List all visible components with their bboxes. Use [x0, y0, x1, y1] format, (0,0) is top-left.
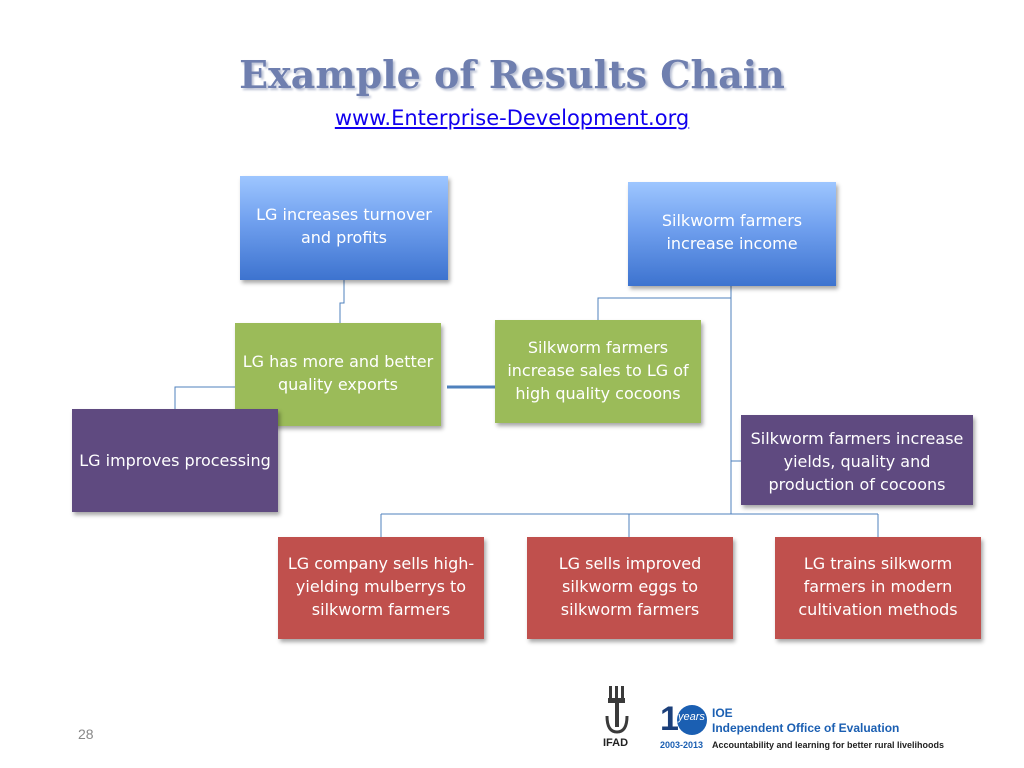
- node-lg-turnover: LG increases turnover and profits: [240, 176, 448, 280]
- node-farmers-sales-label: Silkworm farmers increase sales to LG of…: [507, 338, 689, 403]
- connector-exports-processing: [174, 386, 235, 409]
- slide-title: Example of Results Chain: [239, 52, 785, 97]
- page-number: 28: [78, 726, 94, 742]
- node-lg-eggs: LG sells improved silkworm eggs to silkw…: [527, 537, 733, 639]
- ioe-zero-badge-icon: [677, 705, 707, 735]
- ioe-year-range: 2003-2013: [660, 740, 704, 750]
- node-farmers-income-label: Silkworm farmers increase income: [661, 211, 803, 253]
- node-lg-processing: LG improves processing: [72, 409, 278, 512]
- ifad-logo-icon: [605, 686, 629, 734]
- node-lg-trains-label: LG trains silkworm farmers in modern cul…: [798, 554, 958, 619]
- ioe-years-word: years: [678, 711, 705, 723]
- node-farmers-yields-label: Silkworm farmers increase yields, qualit…: [750, 429, 964, 494]
- ioe-years-digit: 1: [660, 700, 679, 738]
- node-farmers-sales: Silkworm farmers increase sales to LG of…: [495, 320, 701, 423]
- node-lg-exports-label: LG has more and better quality exports: [242, 352, 434, 394]
- ifad-label: IFAD: [603, 737, 629, 749]
- connector-turnover-exports: [339, 280, 345, 323]
- node-lg-mulberry: LG company sells high-yielding mulberrys…: [278, 537, 484, 639]
- ioe-tagline: Accountability and learning for better r…: [712, 740, 945, 750]
- connector-income-sales: [597, 286, 732, 320]
- node-lg-mulberry-label: LG company sells high-yielding mulberrys…: [287, 554, 475, 619]
- node-lg-trains: LG trains silkworm farmers in modern cul…: [775, 537, 981, 639]
- node-lg-exports: LG has more and better quality exports: [235, 323, 441, 426]
- node-lg-turnover-label: LG increases turnover and profits: [256, 205, 432, 247]
- node-lg-eggs-label: LG sells improved silkworm eggs to silkw…: [558, 554, 702, 619]
- node-farmers-yields: Silkworm farmers increase yields, qualit…: [741, 415, 973, 505]
- ioe-abbreviation: IOE: [712, 706, 733, 720]
- node-farmers-income: Silkworm farmers increase income: [628, 182, 836, 286]
- source-link[interactable]: www.Enterprise-Development.org: [334, 106, 690, 130]
- ioe-full-name: Independent Office of Evaluation: [712, 721, 900, 735]
- node-lg-processing-label: LG improves processing: [79, 451, 271, 470]
